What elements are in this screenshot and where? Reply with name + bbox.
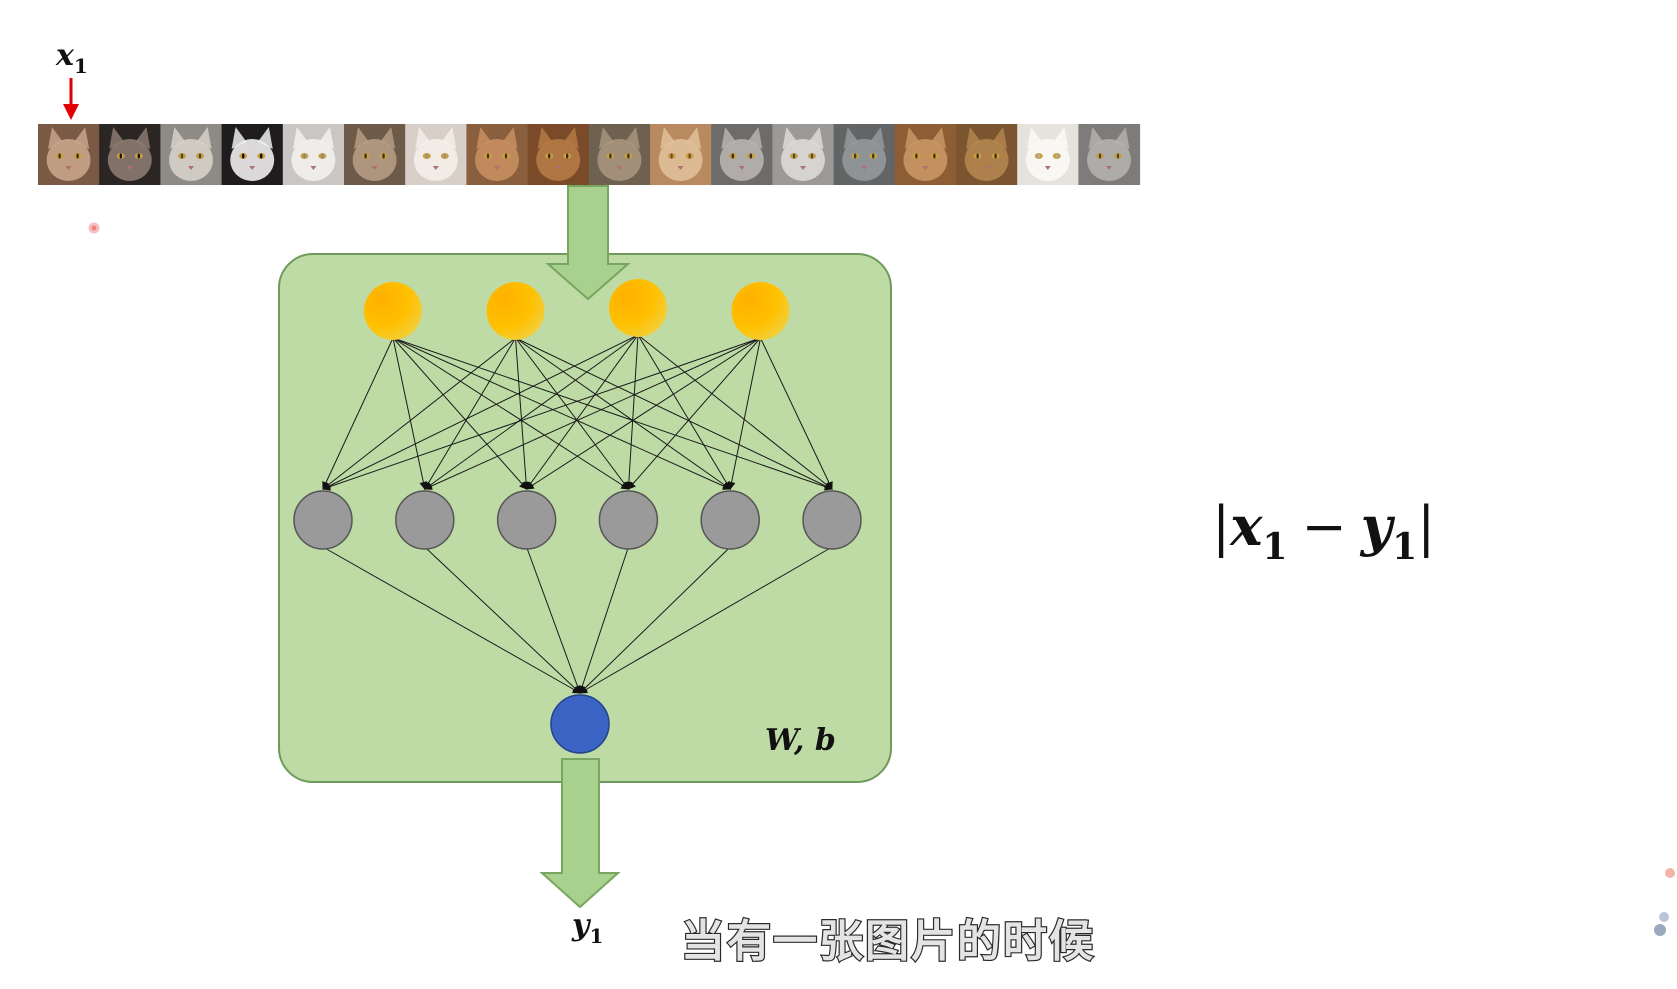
hidden-neuron bbox=[700, 490, 760, 550]
input-hidden-connection bbox=[322, 337, 761, 491]
output-arrow bbox=[539, 758, 621, 909]
input-hidden-connection bbox=[392, 337, 428, 490]
input-hidden-connection bbox=[322, 334, 639, 490]
cat-image-tile bbox=[894, 124, 957, 185]
network-connections bbox=[322, 334, 833, 694]
cat-image-tile bbox=[956, 124, 1018, 185]
video-subtitle: 当有一张图片的时候 bbox=[681, 916, 1095, 967]
input-hidden-connection bbox=[727, 337, 761, 490]
input-hidden-connection bbox=[525, 337, 761, 490]
hidden-output-connection bbox=[322, 546, 581, 694]
cat-image-tile bbox=[99, 124, 161, 185]
corner-decoration-dots bbox=[1654, 868, 1675, 936]
input-neuron bbox=[364, 282, 422, 340]
input-hidden-connection bbox=[392, 337, 528, 490]
cat-image-tile bbox=[160, 124, 223, 185]
network-nodes bbox=[293, 279, 862, 754]
input-hidden-connection bbox=[423, 334, 639, 490]
input-hidden-connection bbox=[322, 337, 516, 490]
input-hidden-connection bbox=[515, 337, 629, 490]
input-hidden-connection bbox=[515, 337, 531, 490]
hidden-output-connection bbox=[579, 546, 731, 694]
cat-image-tile bbox=[38, 124, 100, 185]
hidden-output-connection bbox=[526, 546, 582, 694]
input-hidden-connection bbox=[624, 334, 639, 490]
input-hidden-connection bbox=[392, 337, 630, 490]
cat-image-tile bbox=[527, 124, 590, 185]
loss-expression: |x1−y1| bbox=[1212, 494, 1435, 568]
red-arrow-head bbox=[63, 104, 79, 120]
cat-image-tile bbox=[833, 124, 896, 185]
cat-image-strip bbox=[38, 124, 1141, 185]
input-arrow bbox=[545, 185, 631, 301]
input-neuron bbox=[609, 279, 667, 337]
hidden-output-connection bbox=[424, 546, 581, 694]
input-hidden-connection bbox=[392, 337, 833, 491]
input-label: x1 bbox=[55, 38, 88, 78]
cat-image-tile bbox=[772, 124, 835, 185]
cat-image-tile bbox=[711, 124, 773, 185]
cat-image-tile bbox=[282, 124, 345, 185]
cat-image-tile bbox=[405, 124, 467, 185]
cat-image-tile bbox=[1078, 124, 1141, 185]
hidden-output-connection bbox=[578, 546, 629, 694]
hidden-output-connection bbox=[579, 546, 833, 694]
cat-image-tile bbox=[588, 124, 651, 185]
input-hidden-connection bbox=[627, 337, 761, 490]
input-neuron bbox=[731, 282, 790, 340]
hidden-neuron bbox=[598, 490, 659, 550]
cat-image-tile bbox=[650, 124, 712, 185]
input-hidden-connection bbox=[637, 334, 833, 490]
cat-image-tile bbox=[1017, 124, 1079, 185]
hidden-neuron bbox=[802, 490, 862, 550]
input-hidden-connection bbox=[424, 337, 516, 490]
input-hidden-connection bbox=[423, 337, 761, 490]
output-neuron bbox=[550, 694, 610, 754]
input-hidden-connection bbox=[515, 337, 732, 490]
input-neuron bbox=[486, 282, 545, 340]
hidden-neuron bbox=[395, 490, 455, 550]
input-hidden-connection bbox=[526, 334, 639, 490]
input-hidden-connection bbox=[760, 337, 833, 490]
laser-pointer-dot bbox=[88, 222, 100, 234]
params-label: W, b bbox=[765, 723, 836, 758]
input-indicator: x1 bbox=[55, 38, 88, 120]
cat-image-tile bbox=[466, 124, 529, 185]
hidden-neuron bbox=[496, 490, 557, 550]
input-hidden-connection bbox=[637, 334, 731, 490]
input-hidden-connection bbox=[322, 337, 394, 490]
hidden-neuron bbox=[293, 490, 353, 550]
input-hidden-connection bbox=[515, 337, 833, 490]
cat-image-tile bbox=[344, 124, 406, 185]
cat-image-tile bbox=[221, 124, 284, 185]
input-hidden-connection bbox=[392, 337, 732, 490]
output-label: y1 bbox=[571, 908, 603, 948]
